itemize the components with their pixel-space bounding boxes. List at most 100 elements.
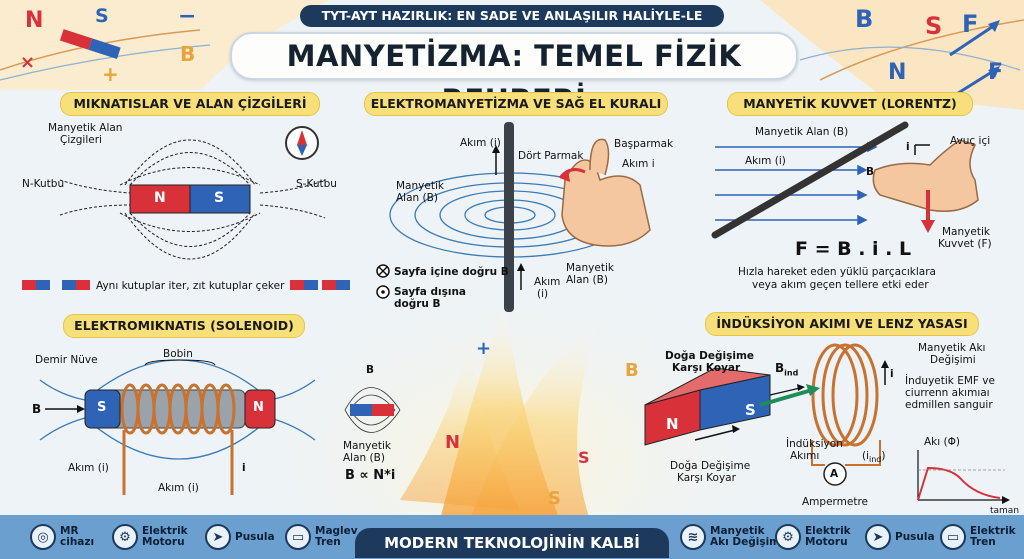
flux-change-label-1: Manyetik Akı <box>918 342 986 354</box>
decor-letter-b-right: B <box>855 5 874 33</box>
mini-field-label-1: Manyetik <box>343 440 391 452</box>
induced-current-label-2: Akımı <box>790 450 820 462</box>
decor-b-center: B <box>625 360 639 381</box>
flux-axis-label: Akı (Φ) <box>924 436 960 448</box>
out-page-label-1: Sayfa dışına <box>394 286 467 298</box>
lorentz-note-2: veya akım geçen tellere etki eder <box>752 279 929 291</box>
decor-letter-f-right: F <box>962 10 979 38</box>
footer-item-label: Elektrik <box>805 525 851 537</box>
footer-item-compass-2[interactable]: ➤ Pusula <box>865 520 935 554</box>
footer-item-label: Tren <box>315 536 341 548</box>
palm-label: Avuç içi <box>950 135 991 147</box>
mini-field-label-2: Alan (B) <box>343 452 385 464</box>
decor-plus-center: + <box>476 338 492 359</box>
footer-item-label: Pusula <box>895 530 935 543</box>
poles-rule: Aynı kutuplar iter, zıt kutuplar çeker <box>96 280 285 292</box>
section-title-lorentz: MANYETİK KUVVET (LORENTZ) <box>727 92 973 116</box>
footer-item-label: Motoru <box>142 536 185 548</box>
solenoid-current-left: Akım (i) <box>68 462 109 474</box>
field-b-label-1: Manyetik <box>396 180 444 192</box>
field-b-label-2: Alan (B) <box>396 192 438 204</box>
into-page-label: Sayfa içine doğru B <box>394 266 509 278</box>
field-b2-label-1: Manyetik <box>566 262 614 274</box>
ammeter-label: Ampermetre <box>802 496 869 508</box>
train-icon: ▭ <box>940 524 966 550</box>
current-top-label: Akım (i) <box>460 137 501 149</box>
coil-label: Bobin <box>163 348 193 360</box>
induction-i-label: i <box>890 368 894 380</box>
s-pole-label: S-Kutbu <box>296 178 337 190</box>
n-pole-label: N-Kutbu <box>22 178 65 190</box>
footer-item-label: cihazı <box>60 536 95 548</box>
decor-letter-s-right: S <box>925 12 943 40</box>
train-icon: ▭ <box>285 524 311 550</box>
iron-core-label: Demir Nüve <box>35 354 98 366</box>
decor-times: × <box>20 52 36 73</box>
emf-label-2: ciurrenn akımıaı <box>905 387 990 399</box>
oppose-top-label-1: Doğa Değişime <box>665 350 755 362</box>
compass-icon: ➤ <box>865 524 891 550</box>
decor-s-center: S <box>548 488 561 509</box>
solenoid-current-right: i <box>242 462 246 474</box>
magnet-s-label: S <box>214 190 225 206</box>
flux-change-label-2: Değişimi <box>930 354 976 366</box>
out-page-label-2: doğru B <box>394 298 441 310</box>
current-bottom-label-1: Akım <box>534 276 561 288</box>
lorentz-current-label: Akım (i) <box>745 155 786 167</box>
induction-s-label: S <box>745 401 756 419</box>
lorentz-field-label: Manyetik Alan (B) <box>755 126 849 138</box>
solenoid-current-bottom: Akım (i) <box>158 482 199 494</box>
motor-icon: ⚙ <box>775 524 801 550</box>
decor-plus: + <box>102 62 119 86</box>
footer-item-label: Manyetik <box>710 525 765 537</box>
induction-n-label: N <box>666 415 679 433</box>
footer-item-label: Maglev <box>315 525 358 537</box>
emf-label-1: İnduyetik EMF ve <box>905 375 995 387</box>
decor-letter-b: B <box>180 42 196 66</box>
oppose-bottom-label-1: Doğa Değişime <box>670 460 751 472</box>
current-bottom-label-2: (i) <box>537 288 549 300</box>
lorentz-b-label: B <box>866 166 875 178</box>
b-ind-label: Bind <box>775 361 799 378</box>
footer-item-label: Akı Değişimi <box>710 536 784 548</box>
field-lines-label-1: Manyetik Alan <box>48 122 123 134</box>
motor-icon: ⚙ <box>112 524 138 550</box>
induced-current-label-1: İndüksiyon <box>786 438 843 450</box>
section-title-magnets: MIKNATISLAR VE ALAN ÇİZGİLERİ <box>60 92 320 116</box>
footer-item-compass[interactable]: ➤ Pusula <box>205 520 275 554</box>
lorentz-formula: F = B . i . L <box>795 238 912 260</box>
footer-item-label: Elektrik <box>970 525 1016 537</box>
page-title: MANYETİZMA: TEMEL FİZİK REHBERİ <box>230 32 798 117</box>
thumb-label: Başparmak <box>614 138 674 150</box>
decor-minus: − <box>178 4 197 29</box>
lorentz-i-label: i <box>906 141 910 153</box>
decor-s2-center: S <box>578 448 590 467</box>
solenoid-b-label: B <box>32 402 42 416</box>
force-label-1: Manyetik <box>942 226 990 238</box>
compass-icon: ➤ <box>205 524 231 550</box>
time-axis-label: taman <box>990 506 1020 516</box>
solenoid-formula: B ∝ N*i <box>345 468 396 483</box>
mri-icon: ◎ <box>30 524 56 550</box>
lorentz-note-1: Hızla hareket eden yüklü parçacıklara <box>738 266 936 278</box>
flux-icon: ≋ <box>680 524 706 550</box>
decor-letter-f2-right: F <box>988 60 1004 85</box>
emf-label-3: edmillen sanguir <box>905 399 993 411</box>
magnet-n-label: N <box>154 190 166 206</box>
solenoid-n-label: N <box>253 400 264 415</box>
decor-letter-n-right: N <box>888 60 907 85</box>
footer-item-label: Motoru <box>805 536 848 548</box>
ammeter-symbol: A <box>830 468 839 480</box>
footer-item-label: Pusula <box>235 530 275 543</box>
force-label-2: Kuvvet (F) <box>938 238 992 250</box>
field-b2-label-2: Alan (B) <box>566 274 608 286</box>
oppose-top-label-2: Karşı Koyar <box>672 362 741 374</box>
section-title-electromagnetism: ELEKTROMANYETİZMA VE SAĞ EL KURALI <box>364 92 668 116</box>
current-i-label: Akım i <box>622 158 655 170</box>
